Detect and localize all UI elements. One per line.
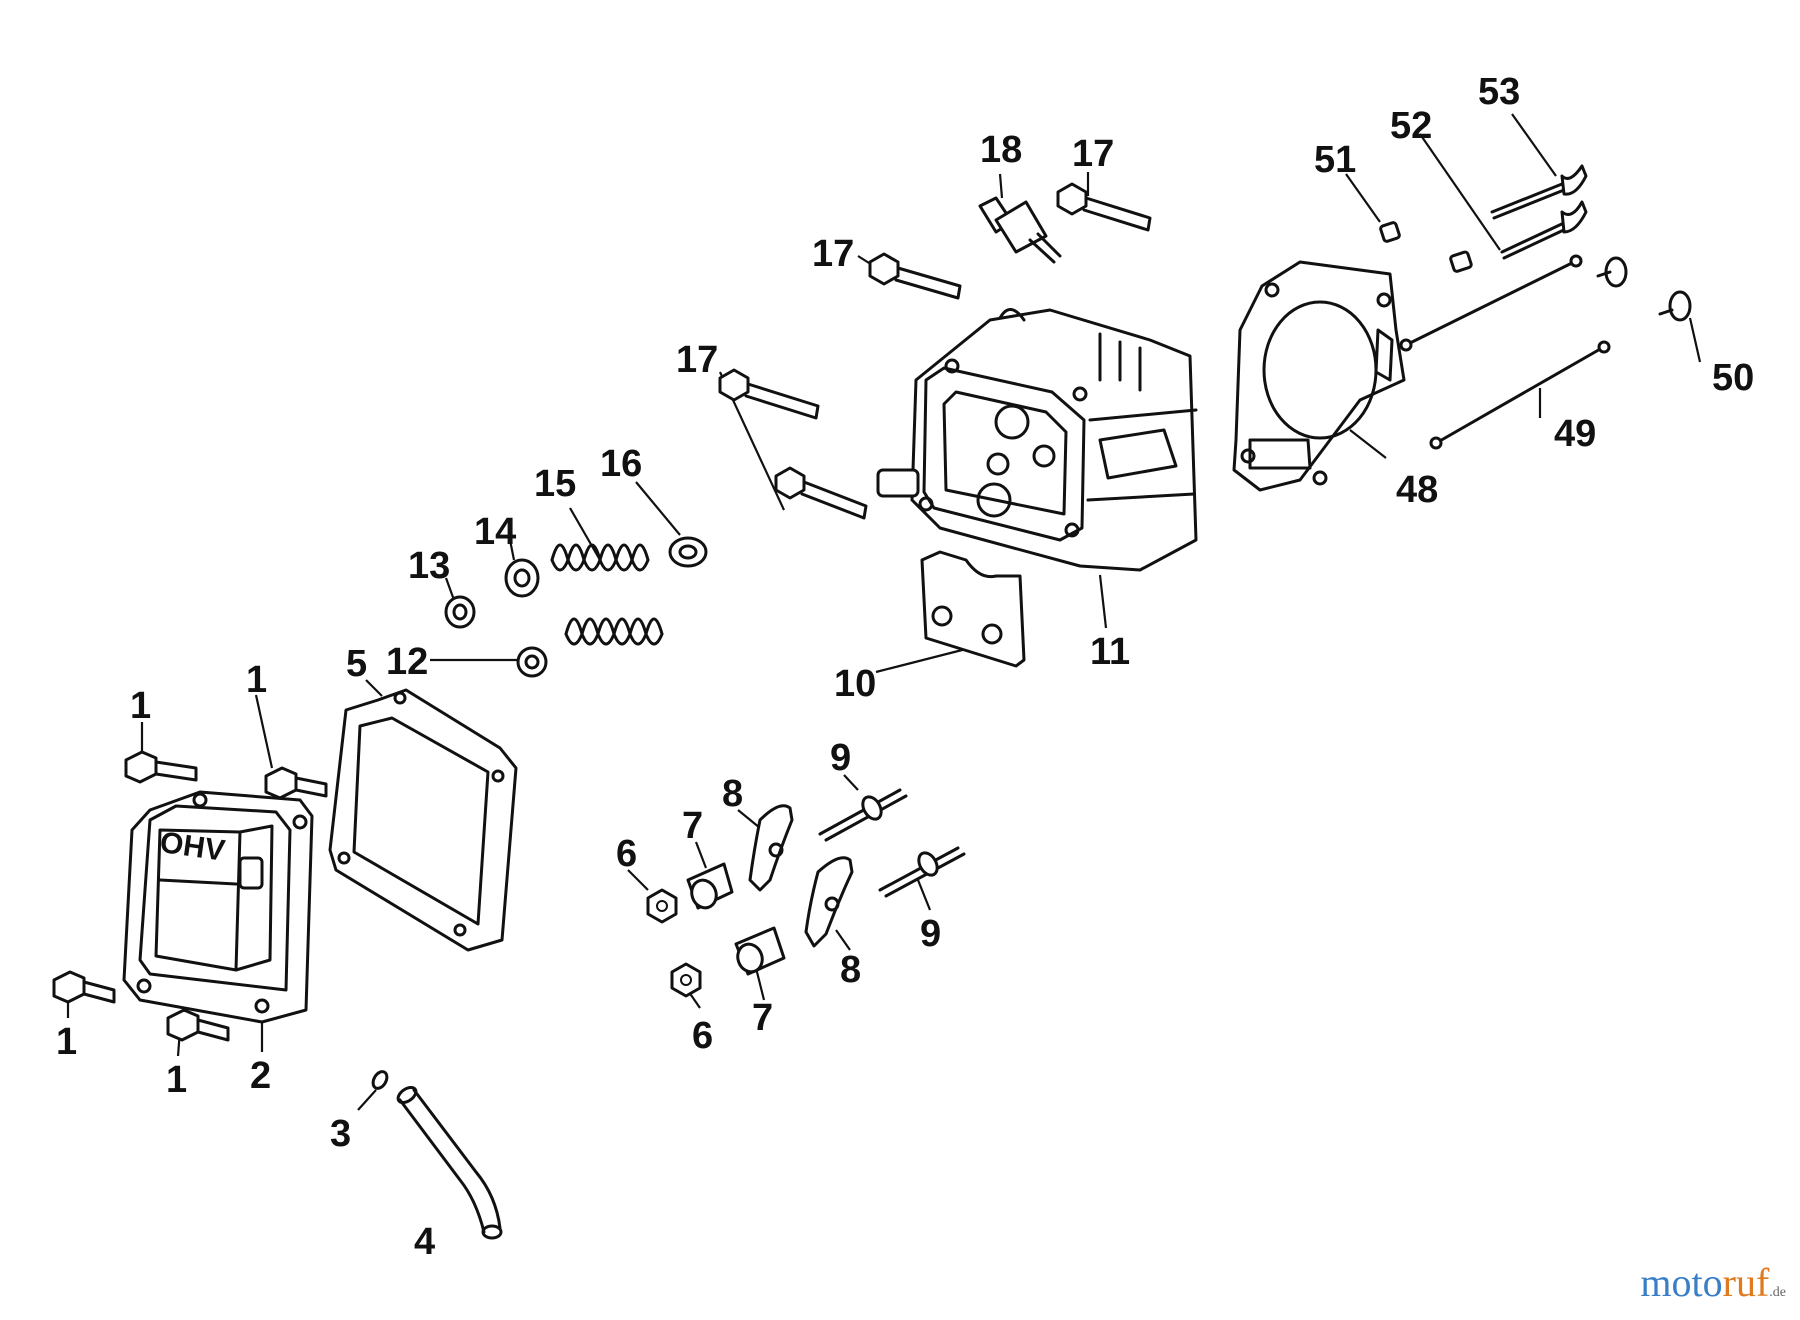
callout-2: 2 (250, 1055, 271, 1097)
valve-retainer-icon (668, 536, 708, 568)
push-rod-icon (1429, 340, 1611, 450)
valve-cover: OHV (122, 790, 314, 1024)
callout-48: 48 (1396, 469, 1438, 511)
watermark-logo: motoruf.de (1640, 1259, 1786, 1306)
callout-labels: 1 1 1 1 2 3 4 5 6 6 7 7 8 8 9 9 10 11 12… (56, 71, 1754, 1263)
callout-1: 1 (166, 1059, 187, 1101)
valve-lifter-icon (1658, 290, 1692, 322)
valve-cap-icon (1379, 221, 1401, 243)
callout-49: 49 (1554, 413, 1596, 455)
valve-seal-icon (516, 646, 548, 678)
head-gasket (1232, 260, 1406, 492)
head-bolt-icon (868, 252, 962, 300)
valve-spring-icon (550, 543, 650, 572)
intake-valve-icon (1490, 164, 1588, 220)
rocker-arm-icon (748, 804, 794, 892)
hose-clip-icon (371, 1070, 389, 1090)
callout-8: 8 (840, 949, 861, 991)
rocker-nut-icon (670, 962, 702, 998)
callout-18: 18 (980, 129, 1022, 171)
callout-17: 17 (676, 339, 718, 381)
callout-11: 11 (1090, 631, 1130, 673)
callout-14: 14 (474, 511, 516, 553)
spark-plug-icon (978, 196, 1062, 264)
rocker-stud-icon (878, 846, 966, 898)
watermark-part-1: moto (1640, 1260, 1723, 1305)
valve-spring-icon (564, 617, 664, 646)
callout-1: 1 (56, 1021, 77, 1063)
callout-51: 51 (1314, 139, 1356, 181)
watermark-part-2: ruf (1722, 1260, 1770, 1305)
callout-15: 15 (534, 463, 576, 505)
breather-tube (396, 1085, 503, 1240)
callout-7: 7 (752, 997, 773, 1039)
rocker-arm-icon (804, 856, 854, 948)
callout-12: 12 (386, 641, 428, 683)
callout-13: 13 (408, 545, 450, 587)
flange-bolt-icon (166, 1008, 230, 1042)
callout-6: 6 (616, 833, 637, 875)
valve-spring-seat-icon (504, 558, 540, 598)
flange-bolt-icon (52, 970, 116, 1004)
flange-bolt-icon (264, 766, 328, 800)
rocker-nut-icon (646, 888, 678, 924)
callout-4: 4 (414, 1221, 435, 1263)
callout-50: 50 (1712, 357, 1754, 399)
callout-1: 1 (246, 659, 267, 701)
callout-16: 16 (600, 443, 642, 485)
head-bolt-icon (718, 368, 820, 420)
callout-52: 52 (1390, 105, 1432, 147)
valve-lifter-icon (1596, 256, 1628, 288)
valve-cover-gasket (328, 688, 518, 952)
valve-cap-icon (1449, 250, 1473, 273)
callout-7: 7 (682, 805, 703, 847)
head-bolt-icon (774, 466, 868, 520)
valve-retainer-icon (444, 595, 476, 629)
push-rod-icon (1399, 254, 1583, 352)
callout-10: 10 (834, 663, 876, 705)
callout-53: 53 (1478, 71, 1520, 113)
head-cover-plate (920, 550, 1026, 668)
callout-17: 17 (812, 233, 854, 275)
exhaust-valve-icon (1500, 200, 1588, 260)
callout-5: 5 (346, 643, 367, 685)
callout-9: 9 (920, 913, 941, 955)
rocker-stud-icon (818, 788, 908, 842)
flange-bolt-icon (124, 750, 198, 784)
callout-17: 17 (1072, 133, 1114, 175)
callout-3: 3 (330, 1113, 351, 1155)
callout-8: 8 (722, 773, 743, 815)
rocker-pivot-icon (686, 862, 734, 910)
head-bolt-icon (1056, 182, 1152, 232)
watermark-part-3: .de (1769, 1285, 1786, 1300)
cylinder-head (876, 308, 1198, 572)
callout-1: 1 (130, 685, 151, 727)
callout-9: 9 (830, 737, 851, 779)
callout-6: 6 (692, 1015, 713, 1057)
rocker-pivot-icon (734, 926, 786, 976)
